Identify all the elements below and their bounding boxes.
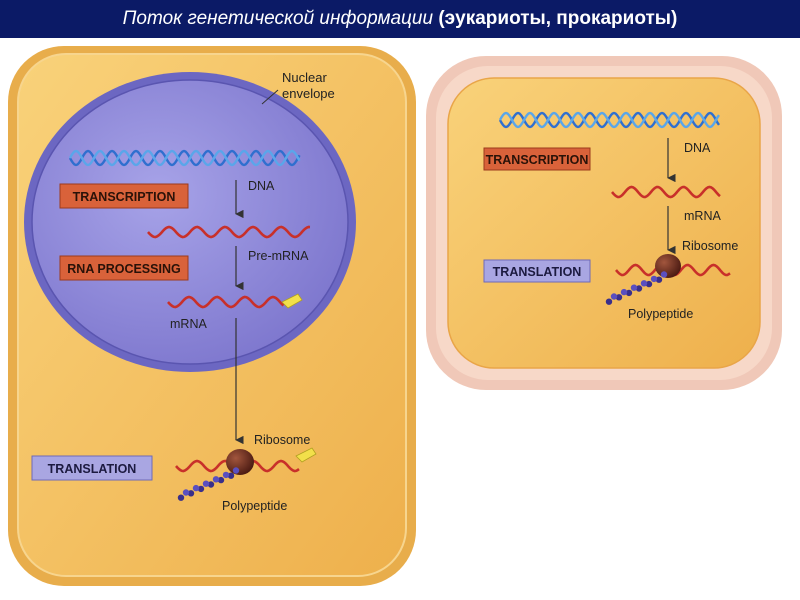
polypeptide-bead — [615, 294, 623, 301]
eukaryote-mrna-strand — [167, 295, 285, 309]
polypeptide-bead — [187, 490, 195, 497]
polypeptide-bead — [660, 271, 668, 278]
polypeptide-bead — [212, 476, 220, 483]
prokaryote-polypeptide-label: Polypeptide — [628, 307, 693, 321]
mrna-cap-icon — [281, 293, 303, 309]
rna-processing-label: RNA PROCESSING — [67, 262, 180, 276]
prokaryote-ribosome-label: Ribosome — [682, 239, 738, 253]
polypeptide-bead — [222, 471, 230, 479]
polypeptide-bead — [630, 284, 638, 291]
eukaryote-transcription-label: TRANSCRIPTION — [73, 190, 176, 204]
prokaryotic-cell: TRANSCRIPTION DNA mRNA TRANSLATION Ribos… — [426, 56, 782, 390]
eukaryote-ribosome-icon — [226, 449, 254, 475]
slide-title: Поток генетической информации (эукариоты… — [0, 0, 800, 38]
polypeptide-bead — [605, 298, 613, 305]
polypeptide-bead — [610, 293, 618, 300]
polypeptide-bead — [227, 472, 235, 479]
eukaryote-polypeptide-chain — [177, 467, 240, 501]
polypeptide-bead — [192, 484, 200, 492]
polypeptide-bead — [202, 480, 210, 487]
prokaryote-mrna-strand — [611, 185, 721, 199]
eukaryote-translation-box — [31, 455, 153, 481]
pre-mrna-strand — [147, 225, 311, 239]
eukaryotic-cell: Nuclear envelope TRANSCRIPTION DNA Pre-m… — [8, 46, 416, 586]
nuclear-envelope-pointer — [261, 89, 279, 105]
eukaryote-mrna-label: mRNA — [170, 317, 207, 331]
pre-mrna-label: Pre-mRNA — [248, 249, 309, 263]
eukaryote-ribosome-label: Ribosome — [254, 433, 310, 447]
nuclear-envelope-label-1: Nuclear — [282, 70, 327, 85]
polypeptide-bead — [650, 275, 658, 283]
polypeptide-bead — [640, 280, 648, 287]
polypeptide-bead — [655, 276, 663, 283]
title-main: Поток генетической информации — [122, 8, 434, 29]
rna-processing-box — [59, 255, 189, 281]
prokaryote-polypeptide-chain — [605, 271, 668, 305]
polypeptide-bead — [217, 476, 225, 484]
polypeptide-bead — [635, 285, 643, 292]
prokaryote-transcription-label: TRANSCRIPTION — [486, 153, 589, 167]
eukaryote-transcription-box — [59, 183, 189, 209]
polypeptide-bead — [232, 467, 240, 474]
prokaryote-transcription-box — [483, 147, 591, 171]
prokaryote-cytoplasm — [447, 77, 761, 369]
polypeptide-bead — [197, 485, 205, 493]
eukaryote-translation-label: TRANSLATION — [48, 462, 137, 476]
polypeptide-bead — [182, 489, 190, 496]
polypeptide-bead — [177, 494, 185, 501]
polypeptide-bead — [625, 289, 633, 297]
polypeptide-bead — [620, 288, 628, 296]
title-subtitle: (эукариоты, прокариоты) — [433, 8, 678, 29]
prokaryote-ribosome-icon — [655, 254, 681, 278]
translation-mrna-cap-icon — [295, 447, 317, 463]
polypeptide-bead — [207, 481, 215, 488]
polypeptide-bead — [645, 280, 653, 288]
eukaryote-dna-helix — [68, 149, 301, 167]
eukaryote-dna-label: DNA — [248, 179, 275, 193]
eukaryote-polypeptide-label: Polypeptide — [222, 499, 287, 513]
prokaryote-translation-box — [483, 259, 591, 283]
prokaryote-mrna-label: mRNA — [684, 209, 721, 223]
prokaryote-translation-label: TRANSLATION — [493, 265, 582, 279]
nuclear-envelope-label-2: envelope — [282, 86, 335, 101]
prokaryote-dna-label: DNA — [684, 141, 711, 155]
prokaryote-dna-helix — [498, 111, 720, 129]
